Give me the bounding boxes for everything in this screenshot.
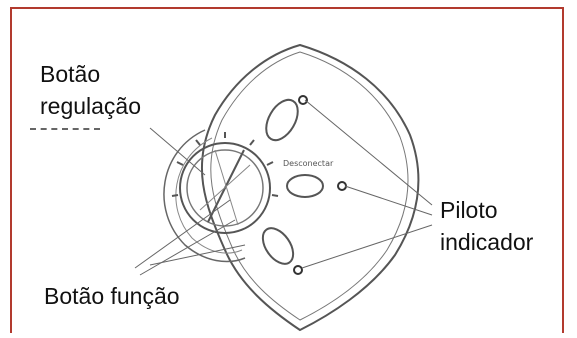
top-indicator-light xyxy=(298,95,308,105)
top-button xyxy=(265,98,299,142)
middle-indicator-light xyxy=(337,181,347,191)
dial-bracket-inner xyxy=(175,137,243,254)
disconnect-text: Desconectar xyxy=(283,159,334,168)
panel-outline xyxy=(200,43,420,332)
function-dial-outer xyxy=(179,142,271,234)
dial-bracket xyxy=(163,129,246,263)
dashed-mark xyxy=(30,128,100,133)
indicator-light-label-line1: Piloto xyxy=(440,197,498,223)
dial-ticks xyxy=(171,132,279,197)
dial-pointer-b xyxy=(199,164,251,211)
panel-inner-outline xyxy=(210,51,409,321)
figure-frame xyxy=(10,7,564,333)
leader-lines xyxy=(134,99,433,276)
regulation-knob-label-line2: regulação xyxy=(40,93,142,119)
indicator-light-label-line2: indicador xyxy=(440,229,534,255)
dial-pointer-c xyxy=(214,149,239,226)
bottom-button xyxy=(261,227,295,265)
middle-button xyxy=(286,174,324,198)
function-knob-label: Botão função xyxy=(44,283,180,309)
regulation-knob-label-line1: Botão xyxy=(40,61,101,87)
bottom-indicator-light xyxy=(293,265,303,275)
